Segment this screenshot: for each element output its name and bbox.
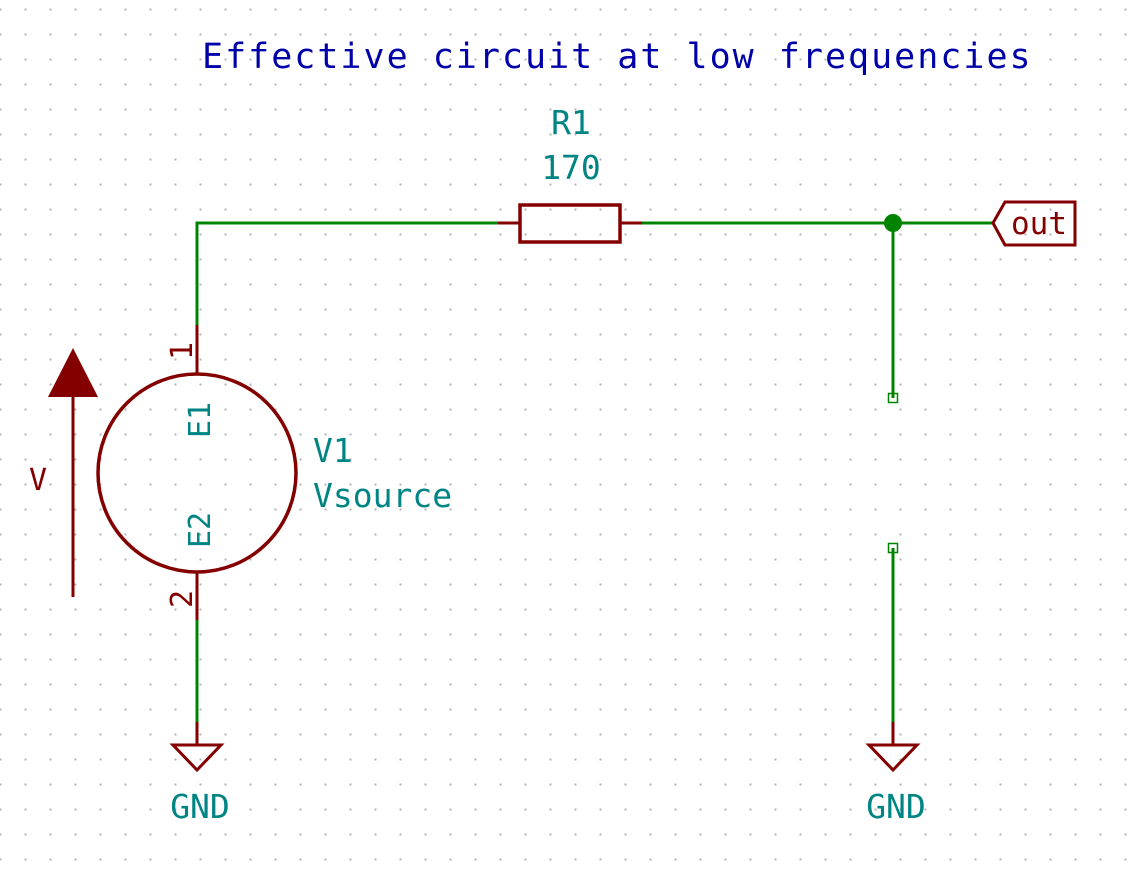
source-pin-2-name: E2: [183, 512, 218, 548]
net-label-text: out: [1011, 206, 1067, 242]
net-label-flag-icon: [991, 200, 1077, 247]
source-pin-2-number: 2: [165, 590, 200, 608]
ground-left-label: GND: [170, 787, 230, 826]
wire-group: [195, 221, 993, 722]
junction-dot-icon: [884, 214, 902, 232]
ground-right-icon: [865, 743, 921, 773]
resistor-value: 170: [541, 148, 601, 187]
wire-source-to-resistor[interactable]: [195, 221, 498, 325]
source-pin-1-name: E1: [183, 402, 218, 438]
ground-right-label: GND: [866, 787, 926, 826]
ground-right[interactable]: GND: [865, 722, 926, 826]
net-label-out[interactable]: out: [991, 200, 1077, 247]
resistor-reference: R1: [551, 103, 591, 142]
up-arrow-icon: [48, 348, 98, 397]
resistor-body-icon: [518, 203, 622, 244]
open-end-marker-bottom: [887, 542, 899, 554]
ground-left[interactable]: GND: [169, 722, 230, 826]
polarity-label: V: [29, 463, 47, 498]
resistor-r1[interactable]: R1 170: [498, 103, 642, 244]
source-pin-1-number: 1: [165, 342, 200, 360]
open-end-marker-top: [887, 392, 899, 404]
schematic-title: Effective circuit at low frequencies: [202, 37, 1033, 77]
polarity-indicator: V: [29, 348, 98, 597]
source-reference: V1: [313, 431, 353, 470]
ground-left-icon: [169, 743, 225, 773]
voltage-source-v1[interactable]: 1 2 E1 E2 V1 Vsource: [96, 325, 452, 620]
source-value: Vsource: [313, 476, 452, 515]
